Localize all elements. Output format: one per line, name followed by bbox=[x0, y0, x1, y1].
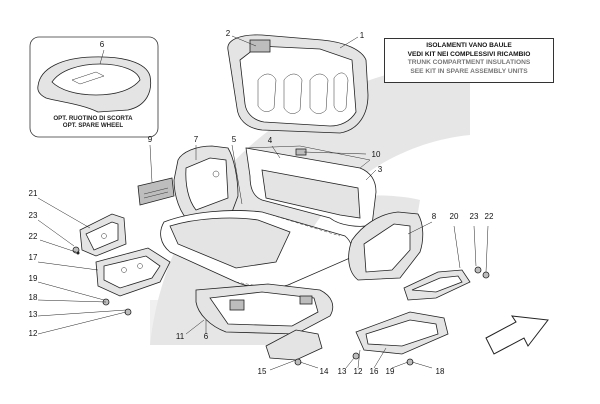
left-lower-bracket-face bbox=[103, 255, 161, 289]
callout-18-bottom: 18 bbox=[436, 367, 445, 376]
callout-12-left: 12 bbox=[29, 329, 38, 338]
lower-floor-pad-1 bbox=[229, 299, 245, 311]
callout-3: 3 bbox=[378, 165, 383, 174]
lid-clip-part[interactable] bbox=[249, 39, 271, 53]
callout-2: 2 bbox=[226, 29, 231, 38]
lid-recess-4 bbox=[333, 72, 349, 112]
callout-15: 15 bbox=[258, 367, 267, 376]
callout-22-right: 22 bbox=[485, 212, 494, 221]
left-side-panel-inner bbox=[185, 157, 229, 211]
lid-recess-3 bbox=[309, 73, 329, 114]
fastener-23-right[interactable] bbox=[474, 266, 482, 274]
callout-16: 16 bbox=[370, 367, 379, 376]
floor-mat-raised bbox=[169, 217, 291, 269]
callout-5: 5 bbox=[232, 135, 237, 144]
bracket-hole bbox=[101, 233, 107, 239]
lid-recess-1 bbox=[257, 73, 277, 112]
callout-11: 11 bbox=[176, 332, 185, 341]
callout-12-bottom: 12 bbox=[354, 367, 363, 376]
note-line-1: ISOLAMENTI VANO BAULE bbox=[426, 42, 512, 49]
note-line-2: VEDI KIT NEI COMPLESSIVI RICAMBIO bbox=[407, 50, 531, 58]
right-upper-bracket-face bbox=[411, 275, 463, 293]
spare-wheel-cover-top bbox=[51, 63, 141, 96]
lower-bracket-hole-2 bbox=[137, 263, 143, 269]
note-line-4: SEE KIT IN SPARE ASSEMBLY UNITS bbox=[410, 67, 528, 75]
callout-1: 1 bbox=[360, 31, 365, 40]
inset-caption-line-2: OPT. SPARE WHEEL bbox=[62, 122, 124, 130]
callout-8: 8 bbox=[432, 212, 437, 221]
callout-9: 9 bbox=[148, 135, 153, 144]
right-lower-bracket-face bbox=[365, 319, 439, 347]
trim-badge-part[interactable] bbox=[137, 177, 175, 206]
callout-17: 17 bbox=[29, 253, 38, 262]
callout-10: 10 bbox=[372, 150, 381, 159]
inset-caption-line-1: OPT. RUOTINO DI SCORTA bbox=[53, 115, 133, 122]
insulation-note-box: ISOLAMENTI VANO BAULE VEDI KIT NEI COMPL… bbox=[384, 38, 554, 83]
fastener-22-right[interactable] bbox=[482, 271, 490, 279]
spare-wheel-cover-slot bbox=[71, 71, 105, 85]
callout-13-bottom: 13 bbox=[338, 367, 347, 376]
callout-19-bottom: 19 bbox=[386, 367, 395, 376]
callout-22-left: 22 bbox=[29, 232, 38, 241]
lower-floor-pad-2 bbox=[299, 295, 313, 305]
callout-4: 4 bbox=[268, 136, 273, 145]
note-line-3: TRUNK COMPARTMENT INSULATIONS bbox=[407, 59, 531, 67]
direction-arrow-icon bbox=[485, 315, 549, 355]
callout-14: 14 bbox=[320, 367, 329, 376]
fastener-13-bottom[interactable] bbox=[352, 352, 360, 360]
lower-bracket-hole-1 bbox=[121, 267, 127, 273]
bottom-center-bracket-part[interactable] bbox=[265, 329, 323, 361]
side-panel-hole bbox=[212, 170, 220, 178]
lid-recess-2 bbox=[283, 73, 303, 114]
callout-23-right: 23 bbox=[470, 212, 479, 221]
fastener-14[interactable] bbox=[294, 358, 302, 366]
trunk-lid-insulation-inner bbox=[239, 45, 357, 127]
fastener-22-left[interactable] bbox=[76, 251, 80, 255]
callout-13-left: 13 bbox=[29, 310, 38, 319]
trim-badge-text bbox=[143, 187, 169, 199]
callout-18-left: 18 bbox=[29, 293, 38, 302]
spare-wheel-inset-caption: OPT. RUOTINO DI SCORTA OPT. SPARE WHEEL bbox=[38, 115, 148, 130]
fastener-18-bottom[interactable] bbox=[406, 358, 414, 366]
callout-20: 20 bbox=[450, 212, 459, 221]
leader-lines bbox=[37, 35, 489, 371]
callout-19-left: 19 bbox=[29, 274, 38, 283]
callout-21: 21 bbox=[29, 189, 38, 198]
callout-23-left: 23 bbox=[29, 211, 38, 220]
callout-6-main: 6 bbox=[204, 332, 209, 341]
callout-6-inset: 6 bbox=[100, 40, 105, 49]
right-side-panel-inner bbox=[363, 223, 411, 273]
rear-wall-insulation-face bbox=[261, 169, 361, 219]
callout-7: 7 bbox=[194, 135, 199, 144]
left-upper-bracket-face bbox=[85, 221, 119, 251]
